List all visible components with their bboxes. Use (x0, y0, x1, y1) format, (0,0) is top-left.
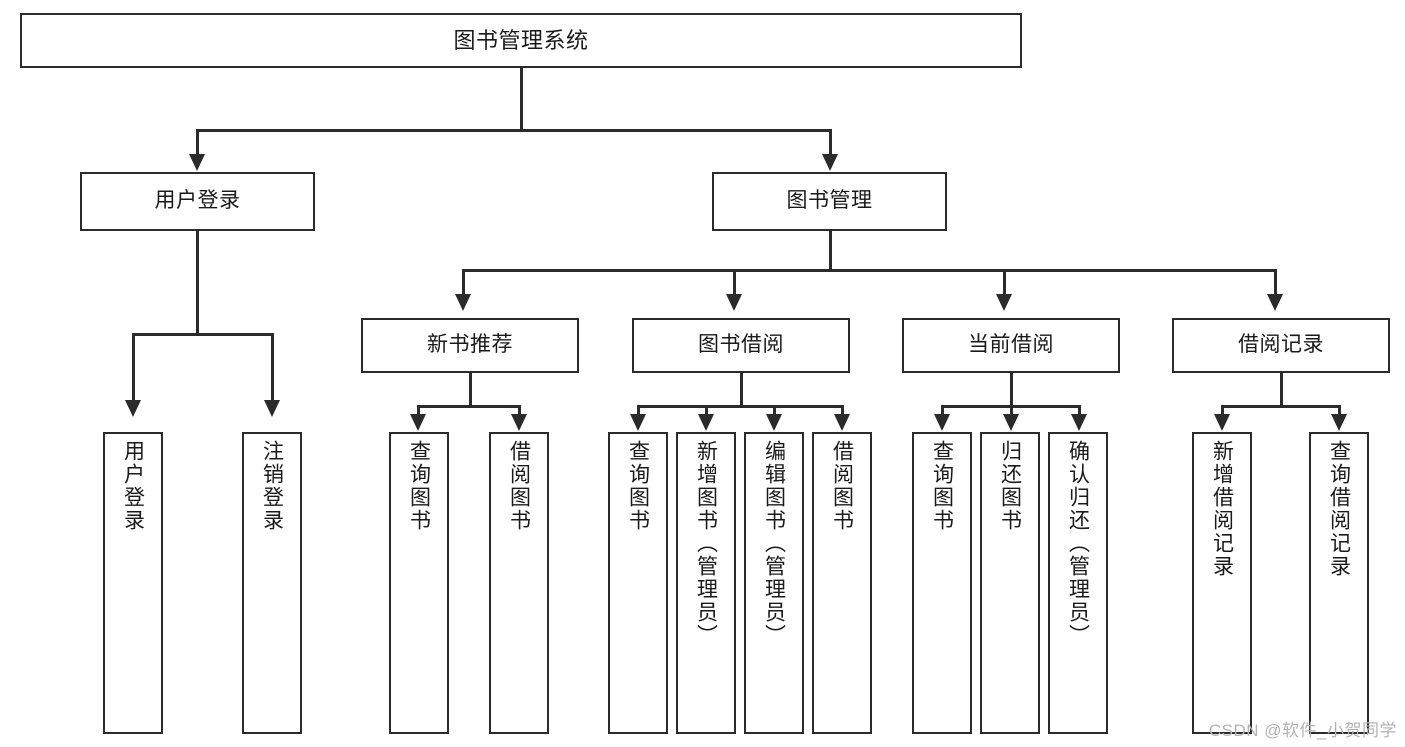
node-new-book-recommend[interactable]: 新书推荐 (361, 318, 579, 373)
node-label: 查询借阅记录 (1327, 440, 1351, 578)
leaf-book-borrow-add[interactable]: 新增图书（管理员） (676, 432, 736, 734)
node-label: 新增借阅记录 (1210, 440, 1234, 578)
connector-book-borrow-to-leaf-1 (637, 405, 640, 417)
connector-new-book-to-leaf-1 (417, 405, 420, 417)
arrowhead-book-borrow-leaf-1 (630, 414, 646, 431)
connector-book-borrow-to-leaf-2 (705, 405, 708, 417)
leaf-current-borrow-confirm-return[interactable]: 确认归还（管理员） (1048, 432, 1108, 734)
leaf-current-borrow-query[interactable]: 查询图书 (912, 432, 972, 734)
leaf-book-borrow-edit[interactable]: 编辑图书（管理员） (744, 432, 804, 734)
connector-borrow-record-to-leaf-1 (1221, 405, 1224, 417)
leaf-new-book-query[interactable]: 查询图书 (389, 432, 449, 734)
arrowhead-book-manage-current (996, 294, 1012, 311)
node-label: 查询图书 (407, 440, 431, 532)
connector-book-borrow-stem (740, 373, 743, 408)
arrowhead-new-book-leaf-2 (511, 414, 527, 431)
connector-root-to-user-login (196, 129, 199, 157)
arrowhead-root-to-user-login (189, 154, 205, 171)
connector-current-borrow-stem (1010, 373, 1013, 408)
arrowhead-new-book-leaf-1 (410, 414, 426, 431)
connector-borrow-record-to-leaf-2 (1338, 405, 1341, 417)
leaf-user-login-logout[interactable]: 注销登录 (242, 432, 302, 734)
node-label: 图书管理 (786, 189, 873, 213)
node-label: 借阅图书 (507, 440, 531, 532)
connector-root-to-book-manage (829, 129, 832, 157)
connector-book-manage-to-borrow (733, 269, 736, 297)
leaf-user-login-login[interactable]: 用户登录 (103, 432, 163, 734)
connector-book-manage-to-record (1274, 269, 1277, 297)
node-book-borrow[interactable]: 图书借阅 (632, 318, 850, 373)
leaf-book-borrow-borrow[interactable]: 借阅图书 (812, 432, 872, 734)
connector-new-book-stem (469, 373, 472, 408)
connector-new-book-bus (418, 405, 520, 408)
connector-book-manage-to-current (1003, 269, 1006, 297)
leaf-book-borrow-query[interactable]: 查询图书 (608, 432, 668, 734)
node-label: 新书推荐 (427, 333, 513, 357)
connector-borrow-record-stem (1280, 373, 1283, 408)
node-label: 编辑图书（管理员） (762, 440, 786, 647)
connector-root-bus (197, 129, 832, 132)
node-label: 图书借阅 (698, 333, 784, 357)
node-label: 用户登录 (154, 189, 241, 213)
arrowhead-user-login-leaf-1 (125, 400, 141, 417)
leaf-borrow-record-query[interactable]: 查询借阅记录 (1309, 432, 1369, 734)
connector-borrow-record-bus (1222, 405, 1340, 408)
connector-user-login-bus (133, 333, 273, 336)
connector-user-login-to-leaf-1 (132, 333, 135, 403)
connector-new-book-to-leaf-2 (518, 405, 521, 417)
connector-current-borrow-to-leaf-1 (941, 405, 944, 417)
leaf-borrow-record-add[interactable]: 新增借阅记录 (1192, 432, 1252, 734)
connector-user-login-stem (196, 231, 199, 335)
arrowhead-current-borrow-leaf-3 (1071, 414, 1087, 431)
connector-book-borrow-to-leaf-4 (841, 405, 844, 417)
node-root-system[interactable]: 图书管理系统 (20, 13, 1022, 68)
arrowhead-user-login-leaf-2 (264, 400, 280, 417)
node-label: 借阅图书 (830, 440, 854, 532)
node-label: 查询图书 (626, 440, 650, 532)
arrowhead-book-borrow-leaf-3 (766, 414, 782, 431)
arrowhead-borrow-record-leaf-2 (1331, 414, 1347, 431)
arrowhead-current-borrow-leaf-1 (934, 414, 950, 431)
node-current-borrow[interactable]: 当前借阅 (902, 318, 1120, 373)
node-label: 借阅记录 (1238, 333, 1324, 357)
arrowhead-book-borrow-leaf-4 (834, 414, 850, 431)
node-label: 查询图书 (930, 440, 954, 532)
node-label: 图书管理系统 (453, 27, 589, 53)
arrowhead-book-manage-borrow (726, 294, 742, 311)
connector-root-stem (520, 68, 523, 130)
leaf-current-borrow-return[interactable]: 归还图书 (980, 432, 1040, 734)
watermark-text: CSDN @软件_小贺同学 (1208, 721, 1397, 740)
node-label: 当前借阅 (968, 333, 1054, 357)
connector-book-manage-stem (829, 231, 832, 271)
node-label: 新增图书（管理员） (694, 440, 718, 647)
connector-current-borrow-to-leaf-2 (1010, 405, 1013, 417)
arrowhead-root-to-book-manage (822, 154, 838, 171)
leaf-new-book-borrow[interactable]: 借阅图书 (489, 432, 549, 734)
node-user-login[interactable]: 用户登录 (80, 172, 315, 231)
arrowhead-current-borrow-leaf-2 (1003, 414, 1019, 431)
connector-book-borrow-bus (638, 405, 843, 408)
node-label: 归还图书 (998, 440, 1022, 532)
node-borrow-record[interactable]: 借阅记录 (1172, 318, 1390, 373)
node-label: 确认归还（管理员） (1066, 440, 1090, 647)
node-label: 用户登录 (121, 440, 145, 532)
node-book-management[interactable]: 图书管理 (712, 172, 947, 231)
connector-book-borrow-to-leaf-3 (773, 405, 776, 417)
connector-book-manage-bus (463, 269, 1277, 272)
arrowhead-book-manage-new-book (455, 294, 471, 311)
connector-book-manage-to-new-book (462, 269, 465, 297)
arrowhead-book-borrow-leaf-2 (698, 414, 714, 431)
arrowhead-borrow-record-leaf-1 (1214, 414, 1230, 431)
node-label: 注销登录 (260, 440, 284, 532)
connector-current-borrow-to-leaf-3 (1078, 405, 1081, 417)
arrowhead-book-manage-record (1267, 294, 1283, 311)
connector-user-login-to-leaf-2 (271, 333, 274, 403)
